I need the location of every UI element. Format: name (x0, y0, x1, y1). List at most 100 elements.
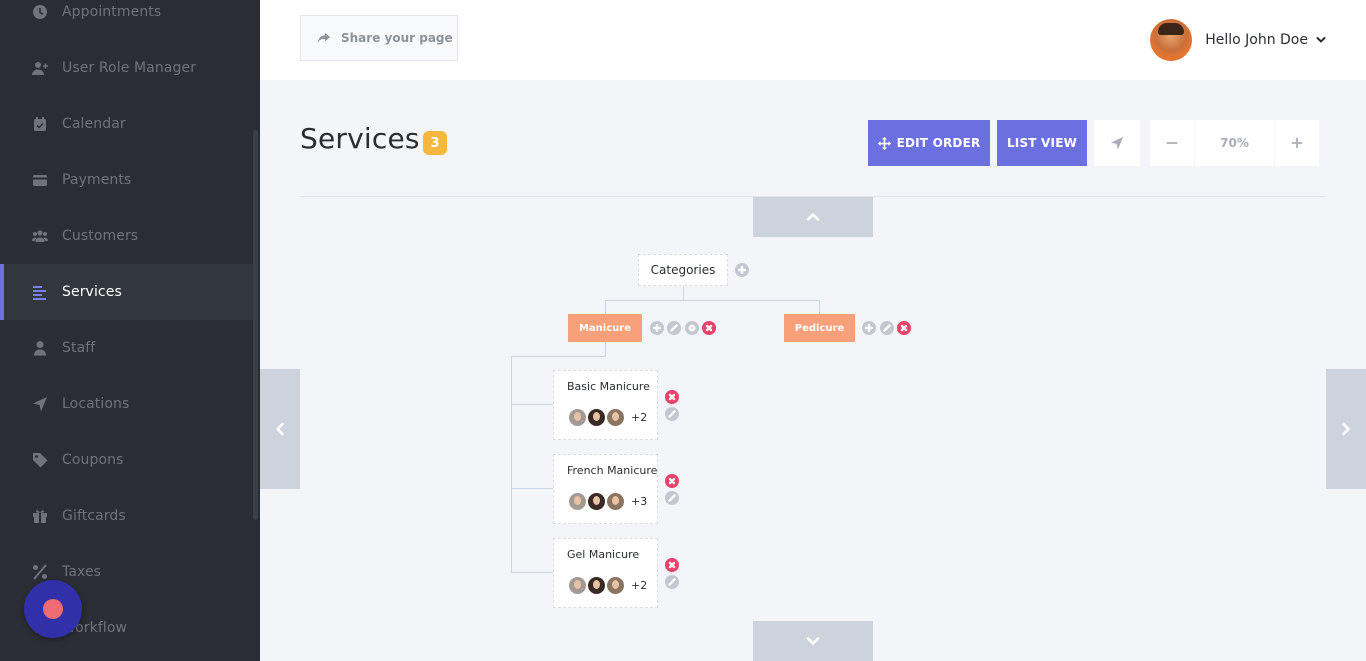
pencil-icon (668, 410, 676, 418)
edit-service-button[interactable] (665, 575, 679, 589)
user-greeting: Hello John Doe (1205, 32, 1308, 48)
category-node-manicure[interactable]: Manicure (568, 314, 642, 342)
edit-order-button[interactable]: EDIT ORDER (868, 120, 990, 166)
share-arrow-icon (317, 32, 331, 43)
edit-order-label: EDIT ORDER (896, 136, 981, 150)
sidebar-item-giftcards[interactable]: Giftcards (0, 488, 256, 544)
pencil-icon (670, 324, 678, 332)
tree-connector (511, 488, 553, 489)
add-category-button[interactable] (735, 263, 749, 277)
service-card-french-manicure[interactable]: French Manicure +3 (553, 454, 658, 524)
user-icon (32, 340, 48, 356)
pencil-icon (668, 578, 676, 586)
credit-card-icon (32, 172, 48, 188)
service-name: Gel Manicure (567, 548, 640, 561)
record-dot-icon (43, 599, 63, 619)
sidebar-item-staff[interactable]: Staff (0, 320, 256, 376)
extra-staff-count: +2 (631, 579, 648, 592)
users-icon (32, 228, 48, 244)
avatar[interactable] (1150, 19, 1193, 61)
list-view-label: LIST VIEW (1006, 136, 1078, 150)
delete-service-button[interactable] (665, 474, 679, 488)
category-label: Manicure (578, 322, 631, 334)
scroll-up-button[interactable] (753, 197, 873, 237)
close-icon (668, 477, 676, 485)
sidebar-item-services[interactable]: Services (0, 264, 256, 320)
service-card-gel-manicure[interactable]: Gel Manicure +2 (553, 538, 658, 608)
sidebar-item-label: Locations (62, 396, 130, 412)
center-view-button[interactable] (1094, 120, 1140, 166)
category-node-pedicure[interactable]: Pedicure (784, 314, 855, 342)
delete-category-button[interactable] (702, 321, 716, 335)
edit-category-button[interactable] (880, 321, 894, 335)
minus-icon (1166, 142, 1178, 144)
staff-avatar (606, 576, 625, 595)
gift-icon (32, 508, 48, 524)
staff-avatar (568, 408, 587, 427)
close-icon (668, 393, 676, 401)
sidebar-item-label: Workflow (62, 620, 128, 636)
sidebar-item-label: Taxes (62, 564, 102, 580)
close-icon (668, 561, 676, 569)
zoom-out-button[interactable] (1150, 120, 1194, 166)
staff-avatar (568, 492, 587, 511)
services-count-badge: 3 (423, 131, 447, 155)
sidebar-item-label: Payments (62, 172, 132, 188)
tree-connector (605, 300, 606, 314)
plus-icon (865, 324, 873, 332)
share-page-button[interactable]: Share your page (300, 15, 458, 61)
sidebar-item-coupons[interactable]: Coupons (0, 432, 256, 488)
sidebar-item-calendar[interactable]: Calendar (0, 96, 256, 152)
staff-avatar (587, 408, 606, 427)
staff-avatar (587, 492, 606, 511)
staff-avatars: +2 (568, 576, 647, 595)
tree-connector (511, 572, 553, 573)
staff-avatars: +3 (568, 492, 647, 511)
service-card-basic-manicure[interactable]: Basic Manicure +2 (553, 370, 658, 440)
tree-connector (683, 286, 684, 300)
move-arrows-icon (877, 136, 891, 150)
edit-service-button[interactable] (665, 491, 679, 505)
delete-service-button[interactable] (665, 390, 679, 404)
delete-service-button[interactable] (665, 558, 679, 572)
record-button[interactable] (24, 580, 82, 638)
clock-icon (32, 4, 48, 20)
close-icon (705, 324, 713, 332)
delete-category-button[interactable] (897, 321, 911, 335)
tree-connector (511, 356, 512, 573)
scroll-left-button[interactable] (260, 369, 300, 489)
add-service-button[interactable] (650, 321, 664, 335)
chevron-down-icon (1316, 37, 1326, 43)
scroll-right-button[interactable] (1326, 369, 1366, 489)
sidebar-item-customers[interactable]: Customers (0, 208, 256, 264)
sidebar: Appointments User Role Manager Calendar … (0, 0, 260, 661)
sidebar-item-locations[interactable]: Locations (0, 376, 256, 432)
tree-connector (819, 300, 820, 314)
edit-category-button[interactable] (667, 321, 681, 335)
edit-service-button[interactable] (665, 407, 679, 421)
staff-avatar (587, 576, 606, 595)
scroll-down-button[interactable] (753, 621, 873, 661)
plus-icon (1291, 137, 1303, 149)
staff-avatar (606, 408, 625, 427)
tree-connector (605, 342, 606, 356)
add-service-button[interactable] (862, 321, 876, 335)
sidebar-item-user-role-manager[interactable]: User Role Manager (0, 40, 256, 96)
list-view-button[interactable]: LIST VIEW (997, 120, 1087, 166)
chevron-right-icon (1342, 422, 1350, 436)
sidebar-item-appointments[interactable]: Appointments (0, 0, 256, 40)
sidebar-scrollbar[interactable] (253, 130, 258, 520)
categories-root-node[interactable]: Categories (638, 254, 728, 286)
staff-avatars: +2 (568, 408, 647, 427)
chevron-up-icon (806, 213, 820, 221)
circle-icon (688, 324, 696, 332)
toggle-category-button[interactable] (685, 321, 699, 335)
sidebar-item-taxes[interactable]: Taxes (0, 544, 256, 600)
service-name: French Manicure (567, 464, 657, 477)
categories-root-label: Categories (650, 263, 716, 277)
zoom-in-button[interactable] (1275, 120, 1319, 166)
plus-icon (653, 324, 661, 332)
user-menu[interactable]: Hello John Doe (1150, 19, 1326, 61)
list-icon (32, 284, 48, 300)
sidebar-item-payments[interactable]: Payments (0, 152, 256, 208)
